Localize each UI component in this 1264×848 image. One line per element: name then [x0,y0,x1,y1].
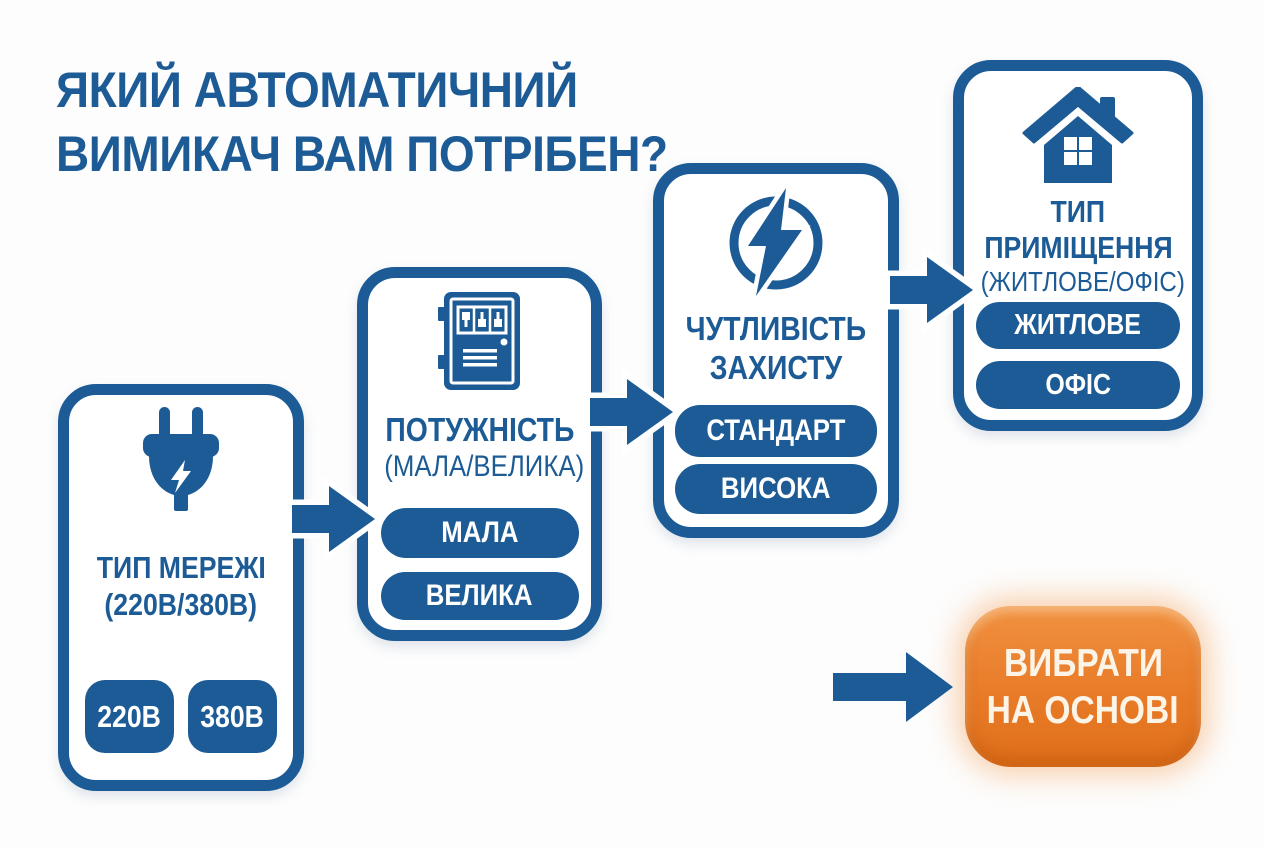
house-icon [964,87,1192,185]
flow-arrow-step3-step4 [884,246,983,334]
step-heading-line-2: ПРИМІЩЕННЯ [983,230,1173,265]
flow-arrow-step1-step2 [286,475,385,563]
step-heading-line-1: ТИП [1050,194,1106,229]
step-heading-line-1: ЧУТЛИВІСТЬ [685,310,867,347]
option-high-button[interactable]: ВИСОКА [675,464,877,514]
option-220v-button[interactable]: 220В [85,680,174,753]
cta-button[interactable]: ВИБРАТИ НА ОСНОВІ [965,606,1201,767]
option-large-button[interactable]: ВЕЛИКА [380,572,579,620]
title-line-2: ВИМИКАЧ ВАМ ПОТРІБЕН? [56,126,668,182]
step-subheading: (МАЛА/ВЕЛИКА) [384,450,585,483]
cta-line-1: ВИБРАТИ [1003,641,1163,685]
step-card-power: ПОТУЖНІСТЬ (МАЛА/ВЕЛИКА) МАЛА ВЕЛИКА [357,267,602,641]
step-heading: ТИП МЕРЕЖІ [96,550,266,585]
cta-line-2: НА ОСНОВІ [987,688,1179,732]
step-heading: ПОТУЖНІСТЬ [384,411,575,448]
option-office-button[interactable]: ОФІС [976,361,1180,409]
option-standard-button[interactable]: СТАНДАРТ [675,405,877,457]
option-380v-button[interactable]: 380В [188,680,277,753]
page-title: ЯКИЙ АВТОМАТИЧНИЙ ВИМИКАЧ ВАМ ПОТРІБЕН? [56,58,721,186]
plug-icon [69,407,293,511]
title-line-1: ЯКИЙ АВТОМАТИЧНИЙ [56,62,578,118]
lightning-circle-icon [664,186,888,298]
step-subheading: (ЖИТЛОВЕ/ОФІС) [980,266,1185,297]
cta-arrow [833,652,953,722]
flow-arrow-step2-step3 [584,368,683,456]
step-card-network-type: ТИП МЕРЕЖІ (220В/380В) 220В 380В [58,384,304,791]
breaker-panel-icon [368,292,591,392]
step-heading-line-2: ЗАХИСТУ [709,349,843,386]
option-residential-button[interactable]: ЖИТЛОВЕ [976,302,1180,349]
step-card-protection-sensitivity: ЧУТЛИВІСТЬ ЗАХИСТУ СТАНДАРТ ВИСОКА [653,163,899,538]
step-card-premises-type: ТИП ПРИМІЩЕННЯ (ЖИТЛОВЕ/ОФІС) ЖИТЛОВЕ ОФ… [953,60,1203,431]
option-small-button[interactable]: МАЛА [380,508,579,558]
step-subheading: (220В/380В) [104,587,258,622]
